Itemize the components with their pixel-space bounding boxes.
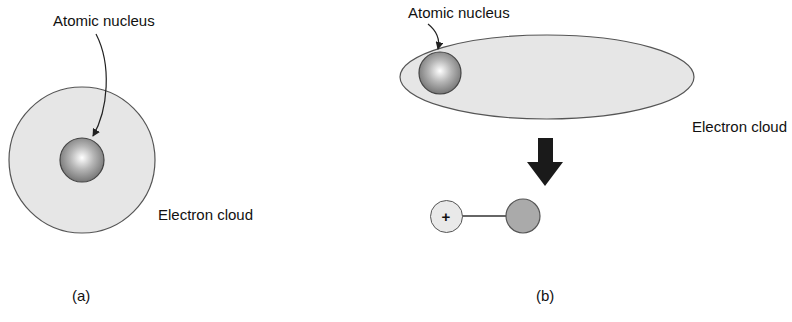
leader-label: Atomic nucleus: [408, 4, 510, 22]
leader-label: Atomic nucleus: [53, 12, 155, 30]
charge-sign: +: [442, 209, 451, 224]
region-label: Electron cloud: [692, 118, 787, 136]
charge-circle: +: [430, 200, 463, 233]
panel-label: (a): [72, 287, 90, 305]
panel-label: (b): [536, 287, 554, 305]
region-label: Electron cloud: [158, 206, 253, 224]
